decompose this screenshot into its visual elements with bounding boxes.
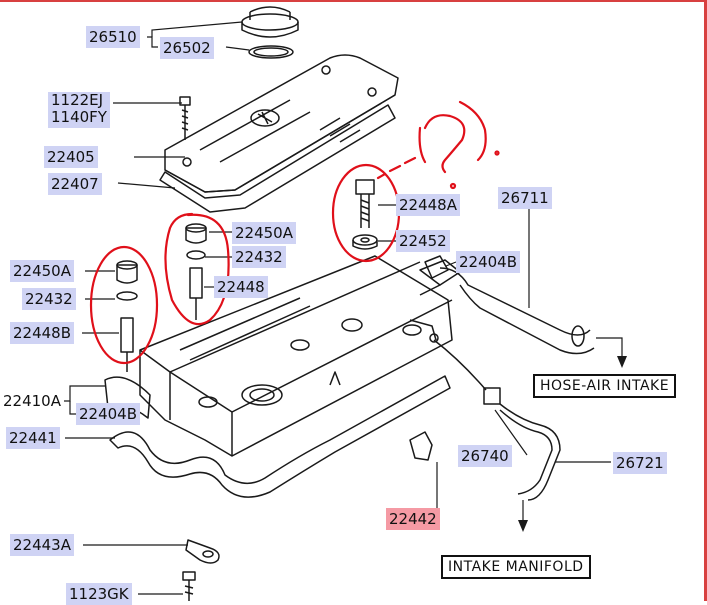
red-annotations bbox=[89, 100, 500, 365]
part-label-22404b-left: 22404B bbox=[76, 403, 141, 425]
stud-group-top bbox=[185, 223, 207, 320]
part-label-26721: 26721 bbox=[613, 452, 667, 474]
part-label-22442: 22442 bbox=[386, 508, 440, 530]
leader-lines bbox=[64, 21, 623, 595]
arrow-heads bbox=[518, 356, 627, 532]
oil-filler-cap bbox=[241, 6, 299, 38]
center-cover bbox=[164, 54, 399, 193]
part-label-22410a: 22410A bbox=[3, 392, 61, 410]
clip-22442 bbox=[409, 431, 433, 461]
top-border bbox=[0, 0, 707, 2]
part-label-22432-top: 22432 bbox=[232, 246, 286, 268]
part-label-22450a-top: 22450A bbox=[232, 222, 296, 244]
stud-group-left bbox=[116, 260, 138, 372]
valve-cover bbox=[139, 255, 461, 457]
red-circle-left-stud bbox=[89, 245, 159, 365]
bolt-22448a bbox=[355, 179, 375, 228]
bolt-1122ej bbox=[179, 96, 191, 140]
part-label-22448: 22448 bbox=[214, 276, 268, 298]
cap-gasket bbox=[248, 45, 294, 59]
red-circle-center-stud bbox=[164, 212, 230, 326]
part-label-1122ej-1140fy: 1122EJ 1140FY bbox=[48, 92, 110, 128]
part-label-22443a: 22443A bbox=[10, 534, 74, 556]
part-label-22441: 22441 bbox=[6, 427, 60, 449]
part-label-1123gk: 1123GK bbox=[66, 583, 132, 605]
washer-22452 bbox=[352, 234, 378, 250]
cover-gasket bbox=[159, 104, 396, 213]
callout-hose-air-intake: HOSE-AIR INTAKE bbox=[533, 374, 677, 398]
part-label-26711: 26711 bbox=[498, 187, 552, 209]
pcv-hose bbox=[433, 339, 561, 501]
part-label-26740: 26740 bbox=[458, 445, 512, 467]
part-label-22404b-top: 22404B bbox=[456, 251, 521, 273]
valve-cover-gasket bbox=[109, 375, 451, 498]
breather-hose bbox=[424, 255, 595, 355]
part-label-22407: 22407 bbox=[48, 173, 102, 195]
ground-terminal bbox=[185, 539, 220, 564]
part-label-22452: 22452 bbox=[396, 230, 450, 252]
part-label-22432-left: 22432 bbox=[22, 288, 76, 310]
part-label-1140fy: 1140FY bbox=[51, 108, 107, 126]
bolt-1123gk bbox=[182, 571, 196, 601]
part-label-1122ej: 1122EJ bbox=[51, 91, 104, 109]
part-label-22448b: 22448B bbox=[10, 322, 75, 344]
part-label-22450a-left: 22450A bbox=[10, 260, 74, 282]
red-question-mark bbox=[423, 114, 466, 174]
part-label-22405: 22405 bbox=[44, 146, 98, 168]
part-label-26510: 26510 bbox=[86, 26, 140, 48]
callout-intake-manifold: INTAKE MANIFOLD bbox=[441, 555, 591, 579]
part-label-26502: 26502 bbox=[160, 37, 214, 59]
part-label-22448a: 22448A bbox=[396, 194, 460, 216]
right-border bbox=[704, 0, 707, 601]
